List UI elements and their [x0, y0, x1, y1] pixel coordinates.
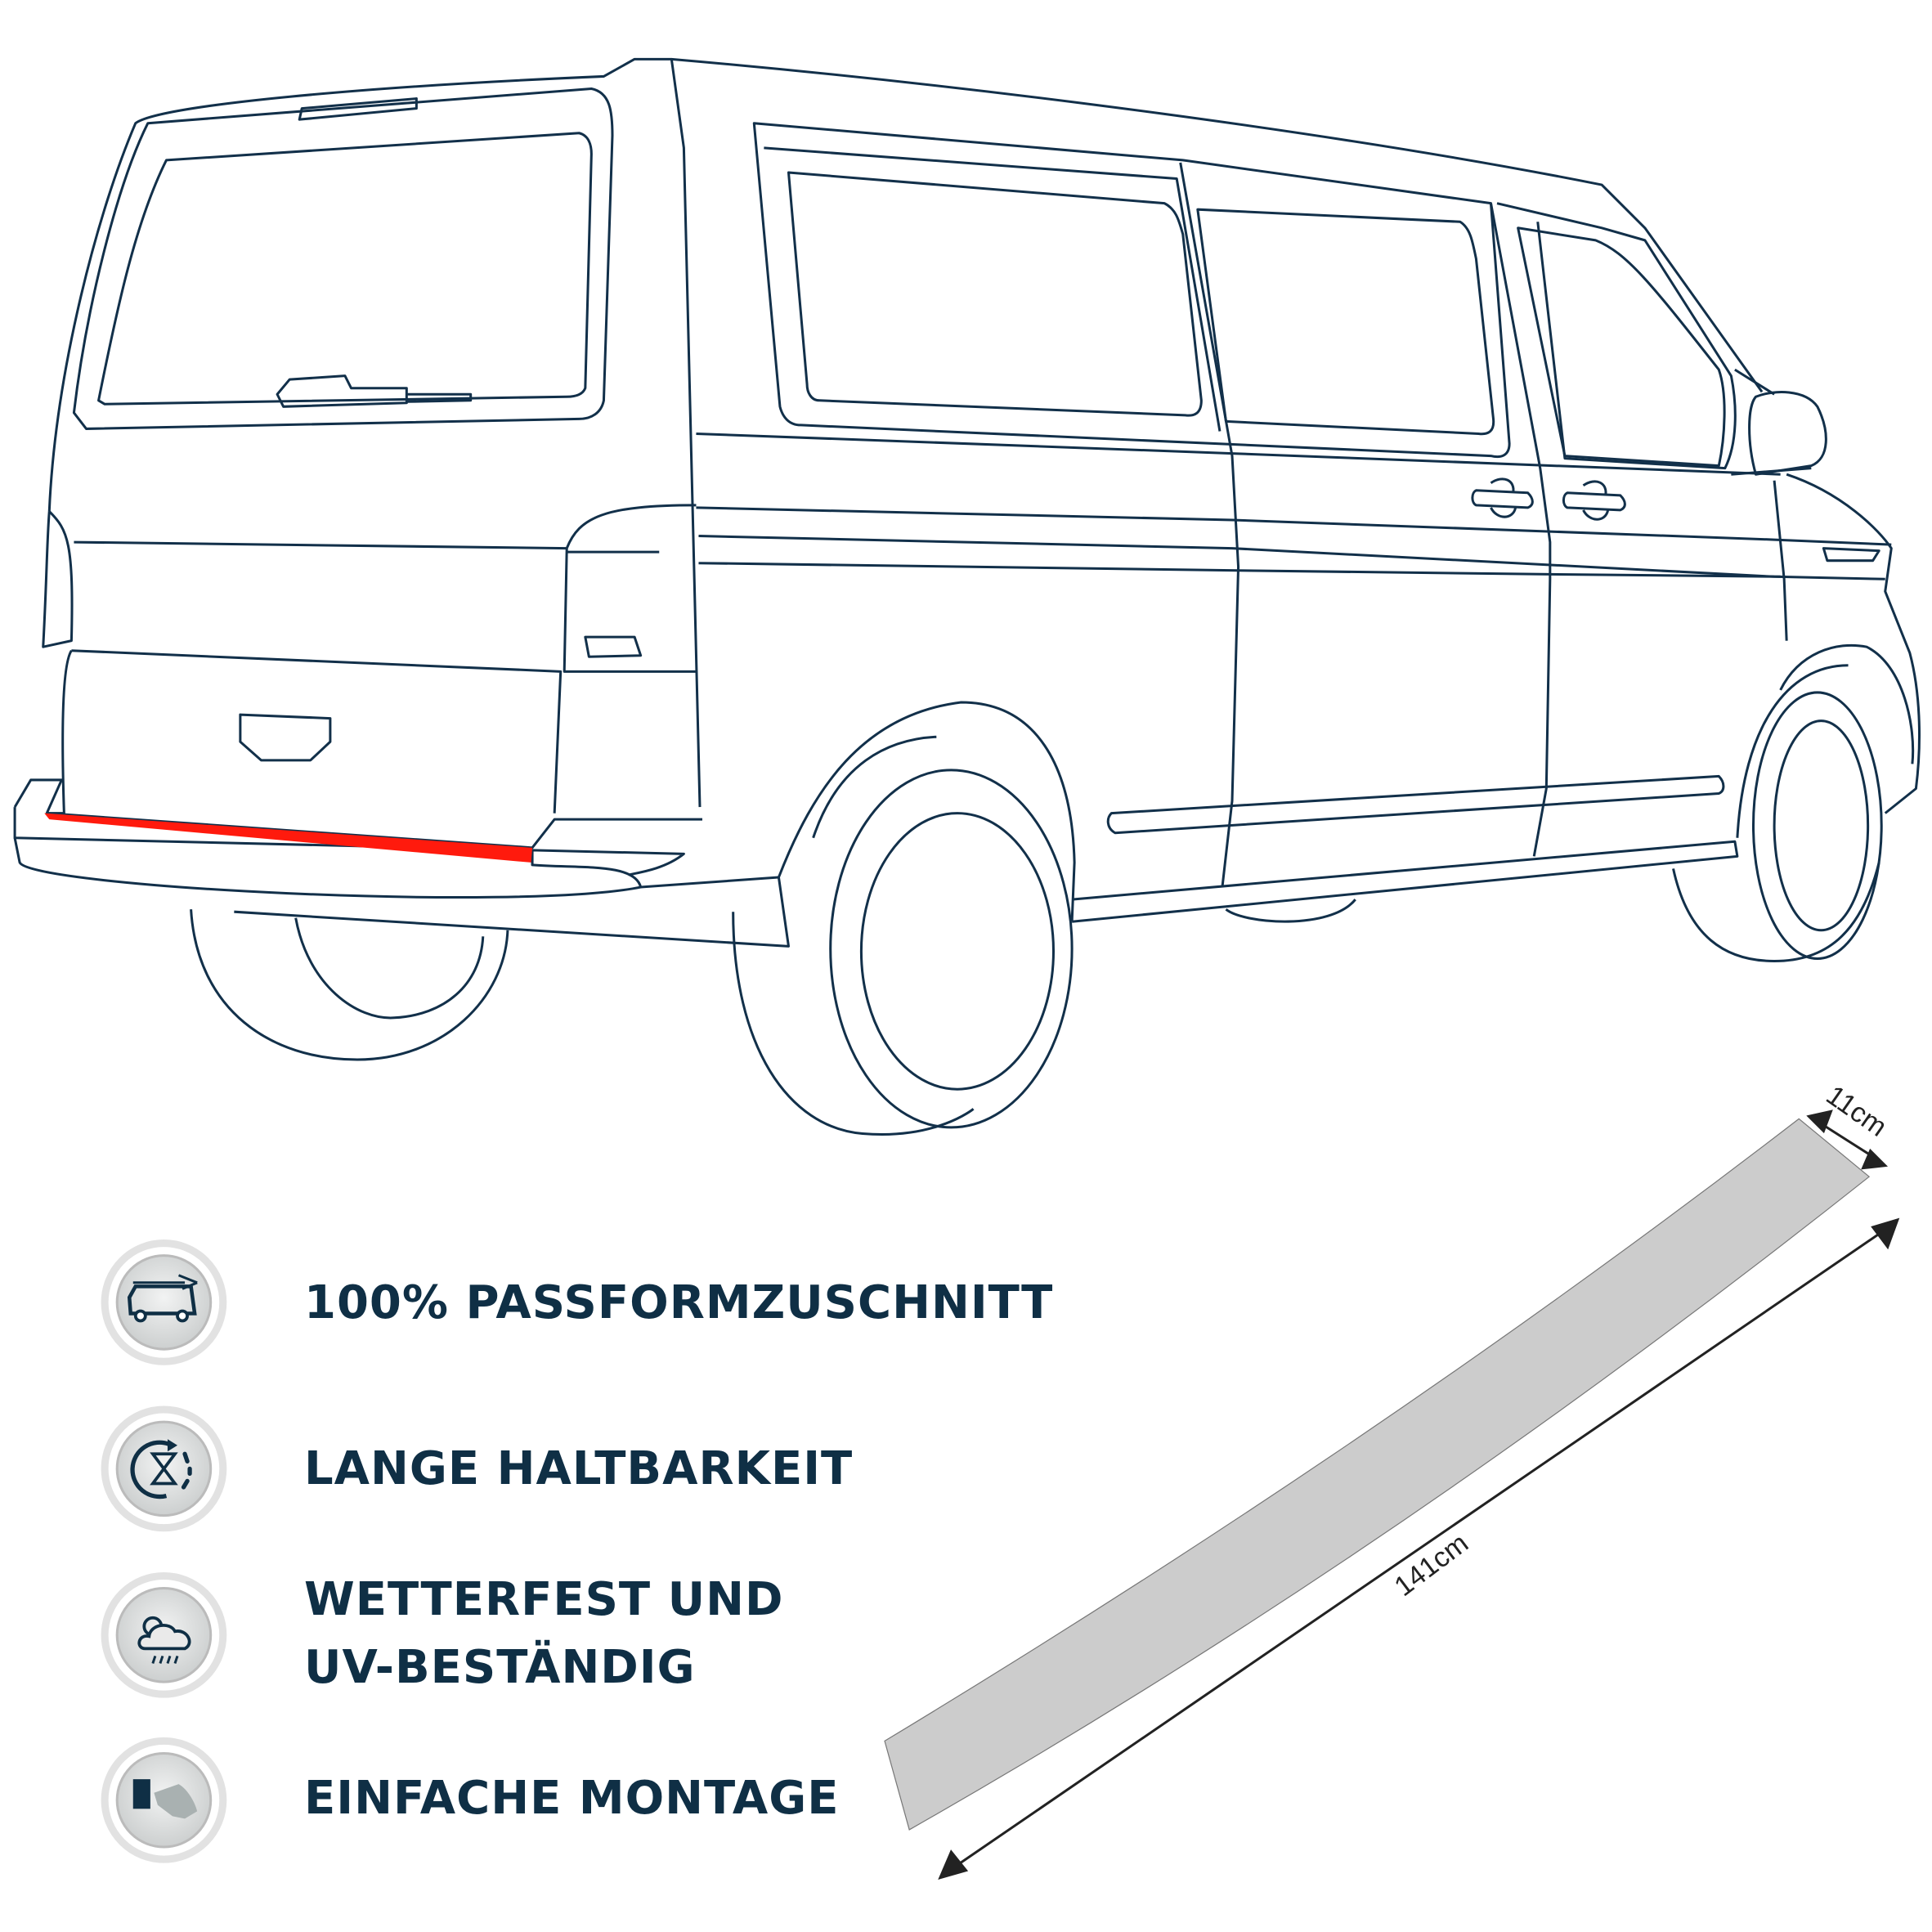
feature-easy-install: EINFACHE MONTAGE [304, 1772, 840, 1825]
hourglass-cycle-icon [101, 1405, 227, 1532]
feature-durability: LANGE HALTBARKEIT [304, 1442, 854, 1495]
sun-cloud-rain-icon [101, 1571, 227, 1698]
protection-strip-shape [884, 1118, 1871, 1831]
van-outline [13, 57, 1921, 1136]
hand-applying-film-icon [101, 1737, 227, 1863]
feature-weatherproof-line1: WETTERFEST UND [304, 1573, 784, 1626]
dimension-arrows [938, 1109, 1900, 1880]
bumper-protection-highlight [44, 813, 533, 863]
van-scissors-icon [101, 1239, 227, 1365]
feature-weatherproof-line2: UV-BESTÄNDIG [304, 1641, 696, 1694]
feature-fit: 100% PASSFORMZUSCHNITT [304, 1276, 1054, 1329]
